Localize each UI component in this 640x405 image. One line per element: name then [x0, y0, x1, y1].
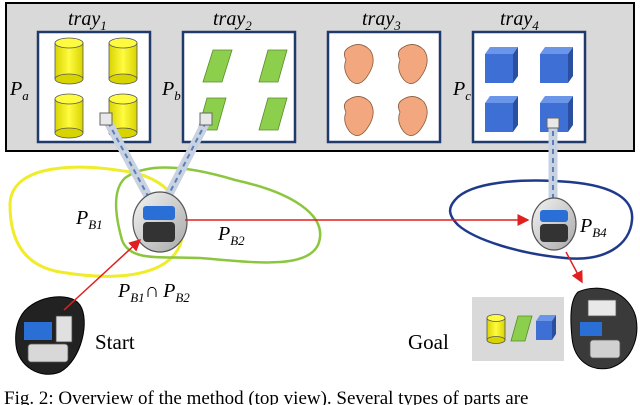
goal-parallelogram-icon: [510, 315, 533, 342]
region-pb2-green: [114, 166, 322, 264]
tray-1-label: tray1: [68, 8, 107, 33]
tray-4-label: tray4: [500, 8, 539, 33]
tray-4: [471, 30, 587, 144]
arrow-pb4-to-goal: [565, 251, 583, 284]
region-pb1-yellow: [8, 165, 185, 278]
arrow-start-to-center: [63, 238, 142, 311]
cube-part: [485, 96, 518, 132]
cube-part: [540, 47, 573, 83]
parallelogram-part: [258, 49, 288, 83]
robot-goal: [570, 287, 638, 370]
blob-part: [344, 96, 374, 136]
robot-start: [15, 296, 85, 375]
tray-3: [326, 30, 442, 144]
tray-2-label: tray2: [213, 8, 252, 33]
intersection-label: PB1∩PB2: [117, 280, 190, 305]
blob-part: [398, 44, 428, 84]
robot-arm-right: [163, 112, 213, 201]
goal-label: Goal: [408, 330, 449, 354]
pb4-label: PB4: [579, 215, 607, 240]
robot-pb4: [531, 197, 577, 251]
pb2-label: PB2: [217, 223, 245, 248]
region-pc-label: Pc: [452, 78, 471, 103]
cylinder-part: [54, 37, 84, 85]
start-label: Start: [95, 330, 135, 354]
region-pa-label: Pa: [9, 78, 29, 103]
robot-arm-left: [99, 112, 153, 201]
figure-caption: Fig. 2: Overview of the method (top view…: [4, 388, 528, 405]
goal-cube-icon: [536, 315, 556, 340]
cube-part: [485, 47, 518, 83]
blob-part: [398, 96, 428, 136]
parallelogram-part: [202, 49, 233, 83]
blob-part: [344, 44, 374, 84]
region-pb4-blue: [448, 179, 634, 260]
region-pb-label: Pb: [161, 78, 181, 103]
parallelogram-part: [258, 97, 288, 131]
goal-cylinder-icon: [486, 314, 506, 344]
robot-center: [132, 191, 188, 253]
cylinder-part: [54, 93, 84, 139]
tray-1: [36, 30, 152, 144]
tray-3-label: tray3: [362, 8, 401, 33]
cylinder-part: [108, 37, 138, 85]
pb1-label: PB1: [75, 207, 103, 232]
robot-arm-tray4: [546, 117, 560, 205]
